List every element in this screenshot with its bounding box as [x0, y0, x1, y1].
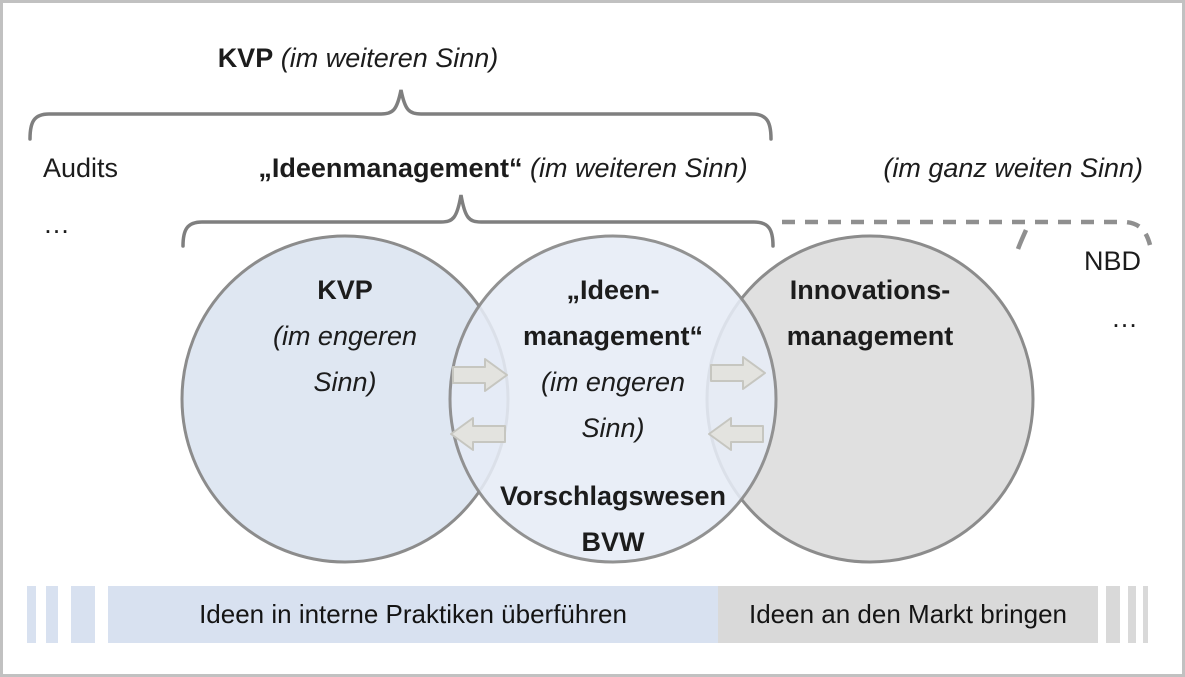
bar-fade-segment: [71, 586, 95, 643]
bar-fade-segment: [1106, 586, 1120, 643]
ellipsis-left: …: [43, 209, 70, 239]
bar-fade-segment: [27, 586, 36, 643]
circle-ideen-text: „Ideen- management“ (im engeren Sinn): [463, 267, 763, 451]
title-kvp-weiterer-sinn: KVP (im weiteren Sinn): [133, 43, 583, 73]
ellipsis-right: …: [1111, 303, 1138, 333]
circle-kvp-sub1: (im engeren: [272, 321, 418, 351]
title-kvp-qualifier: (im weiteren Sinn): [280, 43, 499, 73]
label-audits: Audits: [43, 153, 119, 183]
bar-fade-segment: [1143, 586, 1148, 643]
label-ganz-weiter-sinn: (im ganz weiten Sinn): [883, 153, 1143, 183]
arrow-left-icon: [450, 417, 506, 451]
circle-innovation-title1: Innovations-: [789, 275, 951, 305]
title-ideenmanagement-qualifier: (im weiteren Sinn): [530, 153, 748, 183]
circle-ideen-title1: „Ideen-: [566, 275, 660, 305]
circle-ideen-bottom-text: Vorschlagswesen BVW: [463, 473, 763, 565]
bar-market: Ideen an den Markt bringen: [718, 586, 1098, 643]
arrow-right-icon: [710, 356, 766, 390]
diagram-shapes: [28, 89, 1153, 564]
circle-ideen-vorschlagswesen: Vorschlagswesen: [499, 481, 727, 511]
circle-kvp-text: KVP (im engeren Sinn): [195, 267, 495, 405]
title-ideenmanagement-bold: „Ideenmanagement“: [258, 153, 523, 183]
dashed-tick-nbd: [1015, 229, 1029, 250]
circle-ideen-title2: management“: [522, 321, 704, 351]
bar-market-label: Ideen an den Markt bringen: [749, 599, 1067, 629]
arrow-right-icon: [452, 358, 508, 392]
circle-ideen-sub1: (im engeren: [540, 367, 686, 397]
circle-kvp-sub2: Sinn): [313, 367, 377, 397]
circle-innovation-title2: management: [786, 321, 954, 351]
bar-internal-practices-label: Ideen in interne Praktiken überführen: [199, 599, 627, 629]
title-kvp-bold: KVP: [217, 43, 274, 73]
circle-ideen-bvw: BVW: [581, 527, 645, 557]
circle-innovation-text: Innovations- management: [720, 267, 1020, 359]
dashed-brace-ganz-weiter-sinn: [782, 219, 1153, 246]
arrow-left-icon: [708, 417, 764, 451]
bar-fade-segment: [1128, 586, 1136, 643]
circle-kvp-title: KVP: [317, 275, 373, 305]
bar-fade-segment: [46, 586, 58, 643]
brace-ideenmanagement: [181, 194, 775, 248]
circle-ideenmanagement: [448, 234, 778, 564]
bar-internal-practices: Ideen in interne Praktiken überführen: [108, 586, 718, 643]
brace-kvp-weiterer-sinn: [28, 89, 773, 141]
label-nbd: NBD: [1083, 246, 1141, 276]
circle-ideen-sub2: Sinn): [581, 413, 645, 443]
title-ideenmanagement-weiterer-sinn: „Ideenmanagement“ (im weiteren Sinn): [228, 153, 778, 183]
